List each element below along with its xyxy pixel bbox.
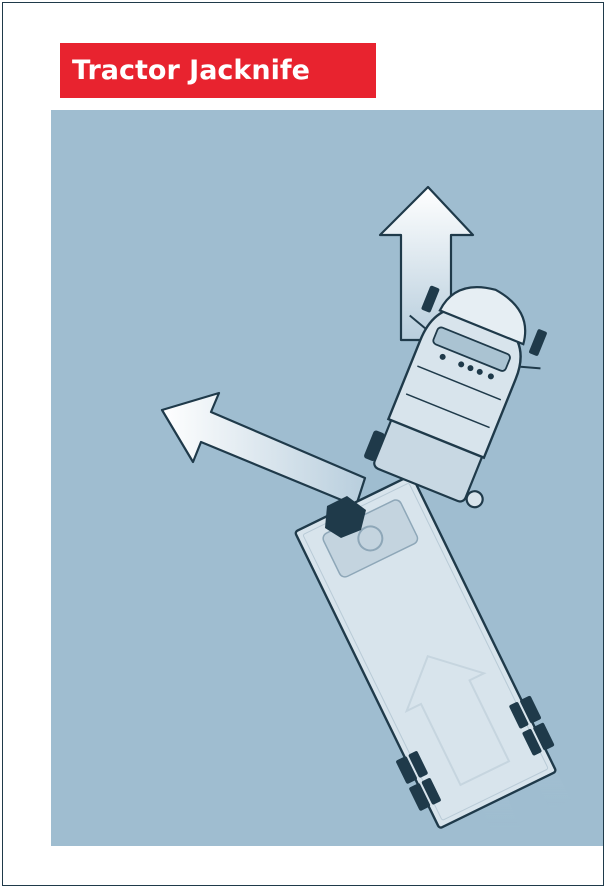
trailer-wheels xyxy=(396,695,555,811)
jackknife-illustration xyxy=(160,185,571,830)
sideways-arrow xyxy=(160,391,367,508)
tractor-cab xyxy=(364,285,547,509)
trailer xyxy=(294,474,557,829)
illustration-panel xyxy=(51,110,603,846)
figure-title: Tractor Jacknife xyxy=(60,43,376,98)
fifth-wheel-coupling xyxy=(325,496,366,538)
